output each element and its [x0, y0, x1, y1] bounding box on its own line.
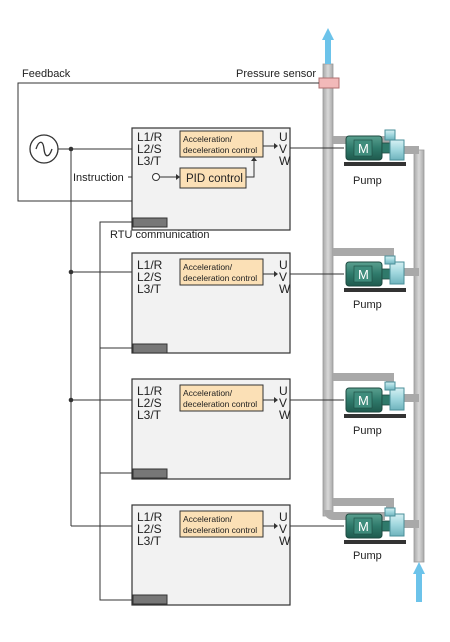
inverter-input-l3: L3/T [137, 282, 162, 296]
pid-control-label: PID control [186, 173, 243, 185]
instruction-label: Instruction [73, 172, 124, 184]
inverter-output-u: U [279, 130, 288, 144]
flow-arrow-icon [322, 28, 334, 64]
accel-control-line1: Acceleration/ [183, 262, 233, 272]
inverter-output-w: W [279, 282, 291, 296]
accel-control-line1: Acceleration/ [183, 388, 233, 398]
pressure-sensor-label: Pressure sensor [236, 68, 316, 80]
accel-control-line2: deceleration control [183, 399, 257, 409]
accel-control-box [179, 130, 264, 158]
pump-label: Pump [353, 175, 382, 187]
inverter-output-u: U [279, 510, 288, 524]
inverter-input-l3: L3/T [137, 534, 162, 548]
inverter-output-v: V [279, 270, 287, 284]
inverter-4: L1/R L2/S L3/T Acceleration/ deceleratio… [131, 504, 291, 606]
motor-letter: M [358, 267, 369, 282]
flow-arrow-icon [413, 562, 425, 602]
inverter-2: L1/R L2/S L3/T Acceleration/ deceleratio… [131, 252, 291, 354]
inverter-input-l2: L2/S [137, 142, 162, 156]
inverter-input-l1: L1/R [137, 130, 163, 144]
inverter-input-l1: L1/R [137, 384, 163, 398]
pump-unit-4: M Pump [344, 507, 406, 562]
summing-junction [152, 173, 160, 181]
pump-label: Pump [353, 425, 382, 437]
pump-label: Pump [353, 550, 382, 562]
inverter-input-l1: L1/R [137, 258, 163, 272]
inverter-output-w: W [279, 154, 291, 168]
pump-unit-2: M Pump [344, 255, 406, 311]
inverter-output-u: U [279, 258, 288, 272]
inverter-input-l2: L2/S [137, 396, 162, 410]
ac-source-icon [29, 134, 59, 164]
accel-control-line2: deceleration control [183, 525, 257, 535]
inverter-3: L1/R L2/S L3/T Acceleration/ deceleratio… [131, 378, 291, 480]
accel-control-box [179, 510, 264, 538]
bus-junctions [68, 146, 74, 403]
rtu-port [132, 594, 168, 605]
inverter-input-l3: L3/T [137, 408, 162, 422]
inverter-output-v: V [279, 522, 287, 536]
accel-control-line1: Acceleration/ [183, 134, 233, 144]
inverter-1: L1/R L2/S L3/T Acceleration/ deceleratio… [131, 127, 291, 231]
pump-icon [389, 513, 405, 537]
motor-leads [290, 147, 344, 527]
rtu-port [132, 217, 168, 228]
pump-label: Pump [353, 299, 382, 311]
accel-control-box [179, 384, 264, 412]
rtu-bus [99, 221, 133, 601]
rtu-port [132, 343, 168, 354]
feedback-label: Feedback [22, 68, 71, 80]
pump-unit-3: M Pump [344, 381, 406, 437]
motor-letter: M [358, 519, 369, 534]
pump-icon [389, 261, 405, 285]
power-bus [58, 148, 132, 527]
accel-control-line2: deceleration control [183, 145, 257, 155]
inverter-output-v: V [279, 396, 287, 410]
pump-unit-1: M Pump [344, 129, 406, 187]
pump-icon [389, 139, 405, 161]
pump-icon [389, 387, 405, 411]
inverter-output-u: U [279, 384, 288, 398]
inverter-input-l2: L2/S [137, 270, 162, 284]
inverter-input-l2: L2/S [137, 522, 162, 536]
pressure-sensor [318, 77, 340, 89]
accel-control-line1: Acceleration/ [183, 514, 233, 524]
motor-letter: M [358, 393, 369, 408]
rtu-communication-label: RTU communication [110, 229, 209, 241]
inverter-output-w: W [279, 534, 291, 548]
inverter-output-w: W [279, 408, 291, 422]
inverter-input-l1: L1/R [137, 510, 163, 524]
accel-control-line2: deceleration control [183, 273, 257, 283]
pid-control-box [179, 167, 247, 189]
inverter-output-v: V [279, 142, 287, 156]
accel-control-box [179, 258, 264, 286]
inverter-input-l3: L3/T [137, 154, 162, 168]
motor-letter: M [358, 141, 369, 156]
suction-pipe [400, 146, 425, 563]
rtu-port [132, 468, 168, 479]
